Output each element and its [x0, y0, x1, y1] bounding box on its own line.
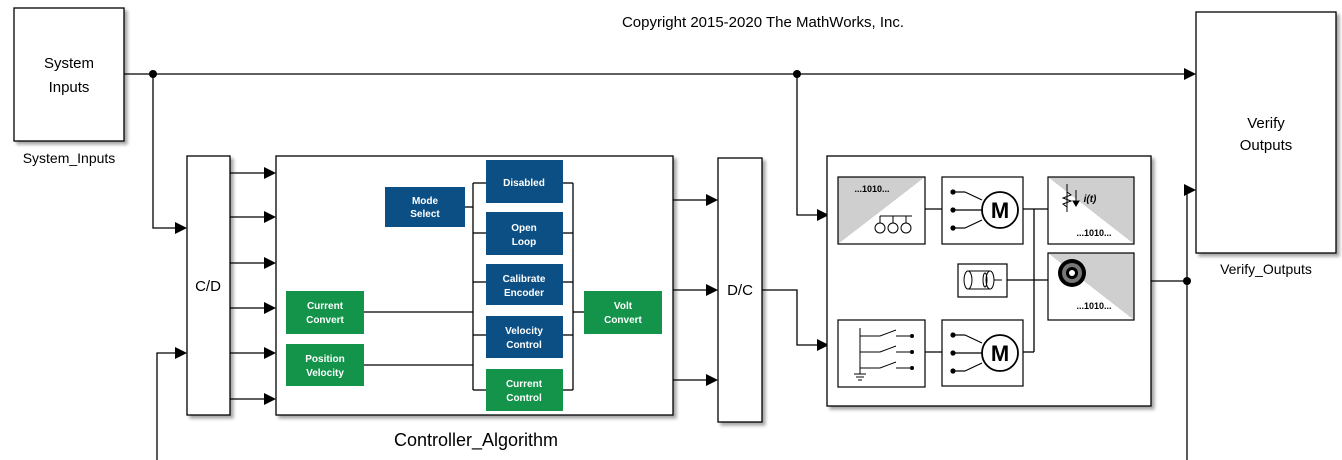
motor-block-bottom[interactable]: M — [941, 319, 1024, 387]
calibrate-encoder-line1: Calibrate — [503, 274, 546, 285]
velocity-control-block[interactable]: Velocity Control — [486, 316, 563, 358]
position-velocity-line1: Position — [305, 354, 344, 365]
dc-block[interactable]: D/C — [717, 157, 763, 423]
top-signal-wire — [124, 68, 1196, 234]
controller-to-dc-wires — [673, 194, 718, 386]
motor-label: M — [991, 341, 1009, 366]
mode-select-block[interactable]: Mode Select — [385, 187, 465, 227]
volt-convert-line1: Volt — [614, 301, 633, 312]
disabled-label: Disabled — [503, 178, 545, 189]
current-convert-block[interactable]: Current Convert — [286, 291, 364, 334]
open-loop-line1: Open — [511, 223, 537, 234]
current-convert-line2: Convert — [306, 315, 344, 326]
verify-outputs-line2: Outputs — [1240, 137, 1293, 154]
cd-to-controller-wires — [230, 167, 276, 405]
open-loop-line2: Loop — [512, 237, 536, 248]
current-sensor-symbol: i(t) — [1084, 194, 1097, 205]
inertia-icon — [963, 270, 1002, 290]
velocity-control-line1: Velocity — [505, 326, 543, 337]
mode-select-line2: Select — [410, 209, 440, 220]
encoder-interface-block[interactable]: ...1010... — [837, 176, 926, 245]
current-convert-line1: Current — [307, 301, 344, 312]
calibrate-encoder-block[interactable]: Calibrate Encoder — [486, 264, 563, 305]
encoder-interface-text: ...1010... — [854, 184, 889, 194]
velocity-control-line2: Control — [506, 340, 542, 351]
open-loop-block[interactable]: Open Loop — [486, 212, 563, 255]
verify-outputs-line1: Verify — [1247, 115, 1285, 132]
verify-outputs-block[interactable]: Verify Outputs — [1195, 11, 1337, 254]
plant-output-wire — [1151, 184, 1196, 460]
feedback-wire — [156, 347, 187, 460]
verify-outputs-caption: Verify_Outputs — [1220, 261, 1312, 277]
system-inputs-caption: System_Inputs — [23, 150, 116, 166]
inertia-block[interactable] — [957, 263, 1008, 298]
motor-block-top[interactable]: M — [941, 176, 1024, 245]
cd-label: C/D — [195, 278, 221, 295]
current-sensor-icon — [1061, 184, 1080, 212]
current-control-line1: Current — [506, 379, 543, 390]
controller-caption: Controller_Algorithm — [394, 430, 558, 451]
current-sensor-text: ...1010... — [1076, 228, 1111, 238]
dc-to-plant-wire — [762, 289, 829, 351]
motor-terminals-icon — [950, 332, 983, 374]
plant-internal-wires — [925, 208, 1048, 353]
position-velocity-line2: Velocity — [306, 368, 344, 379]
current-control-line2: Control — [506, 393, 542, 404]
encoder-disc-icon — [1058, 259, 1086, 287]
motor-label: M — [991, 198, 1009, 223]
dc-label: D/C — [727, 282, 753, 299]
driver-switch-block[interactable] — [837, 319, 926, 388]
volt-convert-line2: Convert — [604, 315, 642, 326]
copyright-text: Copyright 2015-2020 The MathWorks, Inc. — [622, 14, 904, 31]
sensor-circles-icon — [874, 215, 912, 234]
mode-select-line1: Mode — [412, 196, 439, 207]
disabled-block[interactable]: Disabled — [486, 160, 563, 203]
system-inputs-line1: System — [44, 55, 94, 72]
volt-convert-block[interactable]: Volt Convert — [584, 291, 662, 334]
switch-icon — [854, 328, 912, 381]
system-inputs-line2: Inputs — [49, 79, 90, 96]
encoder-sensor-text: ...1010... — [1076, 301, 1111, 311]
calibrate-encoder-line2: Encoder — [504, 288, 544, 299]
position-velocity-block[interactable]: Position Velocity — [286, 344, 364, 386]
cd-block[interactable]: C/D — [186, 155, 231, 416]
controller-internal-wires — [364, 182, 584, 391]
motor-terminals-icon — [950, 189, 983, 231]
encoder-sensor-block[interactable]: ...1010... — [1047, 252, 1135, 321]
current-control-block[interactable]: Current Control — [486, 369, 563, 411]
current-sensor-block[interactable]: i(t) ...1010... — [1047, 176, 1135, 245]
system-inputs-block[interactable]: System Inputs — [13, 7, 125, 142]
